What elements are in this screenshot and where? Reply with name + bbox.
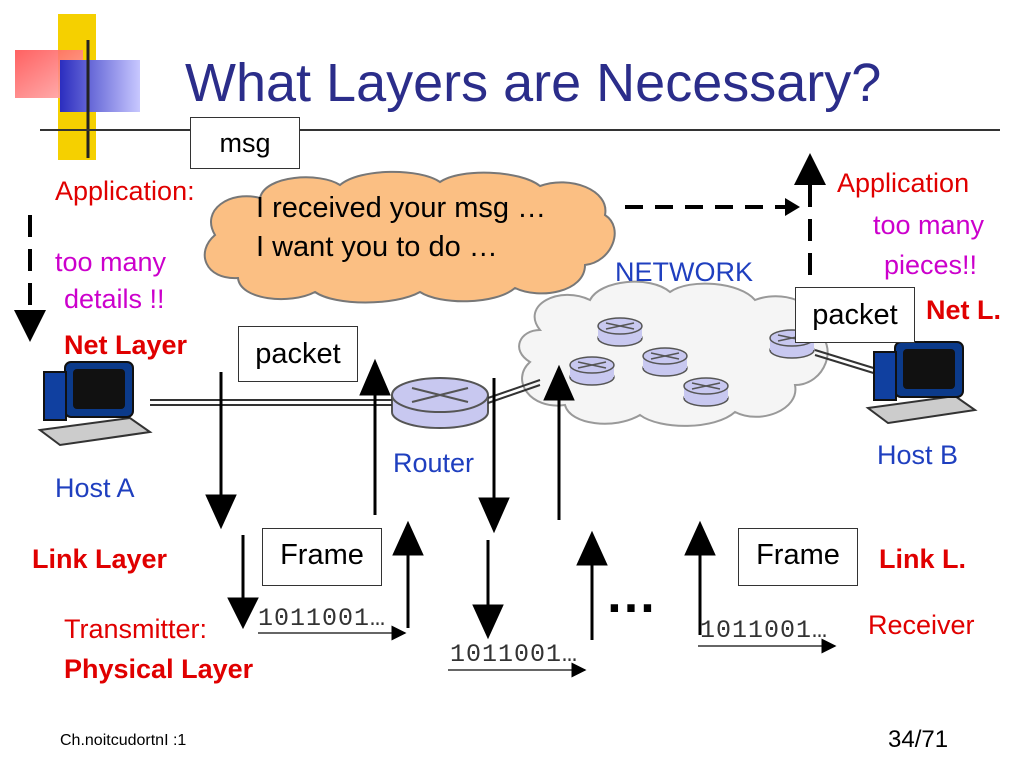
- network-label: NETWORK: [615, 257, 753, 287]
- speech-line-2: I want you to do …: [256, 231, 498, 263]
- bits-right: 1011001…: [700, 616, 829, 645]
- router-label: Router: [393, 448, 475, 478]
- speech-cloud: [203, 170, 616, 304]
- bits-left: 1011001…: [258, 604, 387, 633]
- transmitter-label: Transmitter:: [64, 614, 208, 644]
- router-icon: [597, 317, 643, 347]
- ellipsis: …: [605, 566, 657, 624]
- router-icon: [642, 347, 688, 377]
- bit-stream-arrows: [258, 625, 837, 678]
- right-link-label: Link L.: [879, 544, 966, 574]
- router-icon: [683, 377, 729, 407]
- host-b-label: Host B: [877, 440, 959, 470]
- packet-box-right: packet: [795, 287, 915, 343]
- host-b-computer-icon: [865, 341, 978, 425]
- page-number: 34/71: [888, 726, 949, 753]
- slide-title: What Layers are Necessary?: [185, 53, 882, 113]
- bits-middle: 1011001…: [450, 640, 579, 669]
- speech-line-1: I received your msg …: [256, 192, 547, 224]
- physical-layer-label: Physical Layer: [64, 654, 254, 684]
- left-application-label: Application:: [55, 176, 195, 206]
- left-link-layer-label: Link Layer: [32, 544, 168, 574]
- host-a-label: Host A: [55, 473, 135, 503]
- frame-box-right: Frame: [738, 528, 858, 586]
- frame-box-left: Frame: [262, 528, 382, 586]
- right-net-label: Net L.: [926, 295, 1002, 325]
- router-icon: [391, 377, 489, 429]
- right-pieces-label: pieces!!: [884, 250, 978, 280]
- receiver-label: Receiver: [868, 610, 975, 640]
- right-too-many-label: too many: [873, 210, 985, 240]
- msg-box: msg: [190, 117, 300, 169]
- packet-box-left: packet: [238, 326, 358, 382]
- left-net-layer-label: Net Layer: [64, 330, 188, 360]
- host-a-computer-icon: [37, 361, 153, 447]
- connection-lines: [150, 349, 881, 406]
- network-routers: [569, 317, 815, 407]
- footer-chapter: Ch.noitcudortnI :1: [60, 732, 187, 749]
- router-icon: [569, 356, 615, 386]
- layer-arrows: [14, 153, 826, 640]
- left-details-label: details !!: [64, 284, 165, 314]
- right-application-label: Application: [837, 168, 970, 198]
- left-too-many-label: too many: [55, 247, 167, 277]
